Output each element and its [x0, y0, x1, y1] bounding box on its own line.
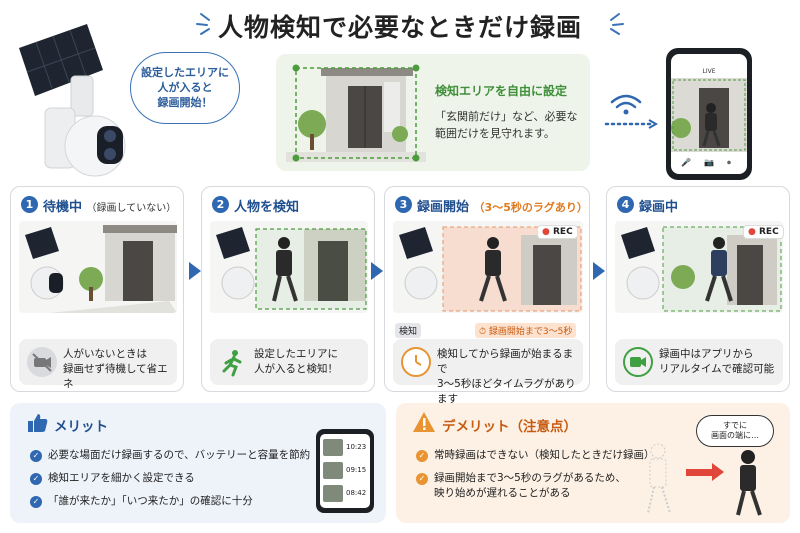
scene-detect [210, 221, 368, 313]
record-icon[interactable]: ⏺ [727, 158, 731, 167]
clip-list: 10:23 09:15 08:42 [320, 434, 370, 508]
live-label: LIVE [702, 68, 716, 75]
camera-icon[interactable]: 📷 [704, 158, 714, 167]
smartphone: LIVE 🎤 📷 ⏺ [666, 48, 752, 180]
caption-line: 人がいないときは [63, 348, 147, 360]
page-title: 人物検知で必要なときだけ録画 [217, 13, 582, 42]
step-caption: 設定したエリアに 人が入ると検知！ [210, 339, 368, 385]
demerit-item: 常時録画はできない（検知したときだけ録画） [434, 449, 655, 461]
speech-line: 設定したエリアに [141, 66, 229, 79]
lag-tag: ⏱ 録画開始まで3〜5秒 [475, 323, 577, 338]
demerit-item: 録画開始まで3〜5秒のラグがあるため、 映り始めが遅れることがある [434, 471, 626, 501]
step-title: 録画中 [639, 196, 678, 215]
caption-line: 検知してから録画が始まるまで [437, 348, 574, 375]
camera-off-icon [27, 347, 57, 377]
demerit-item-line: 映り始めが遅れることがある [434, 487, 571, 499]
step-caption: 検知してから録画が始まるまで 3〜5秒ほどタイムラグがあります [393, 339, 583, 405]
rec-label: REC [759, 227, 779, 237]
lag-text: 録画開始まで3〜5秒 [488, 327, 573, 337]
zone-desc-line: 「玄関前だけ」など、必要な [435, 110, 578, 123]
step-title: 人物を検知 [234, 196, 299, 215]
merit-item: 「誰が来たか」「いつ来たか」の確認に十分 [48, 495, 253, 507]
step-number: 4 [617, 196, 634, 213]
running-person-icon [218, 347, 248, 377]
check-icon: ✓ [416, 450, 428, 462]
scene-recording [615, 221, 783, 313]
step-caption: 録画中はアプリから リアルタイムで確認可能 [615, 339, 783, 385]
speech-bubble: 設定したエリアに 人が入ると 録画開始！ [130, 52, 240, 124]
caption-line: 設定したエリアに [254, 348, 338, 360]
demerit-item-line: 録画開始まで3〜5秒のラグがあるため、 [434, 472, 626, 484]
video-icon [623, 347, 653, 377]
caption-line: 3〜5秒ほどタイムラグがあります [437, 378, 576, 405]
accent-lines-left-icon [196, 13, 210, 35]
rec-badge: ● REC [743, 225, 784, 239]
clip-thumbnail[interactable] [323, 485, 343, 502]
step-number: 3 [395, 196, 412, 213]
zone-desc-line: 範囲だけを見守れます。 [435, 127, 555, 140]
merit-panel: メリット ✓ 必要な場面だけ録画するので、バッテリーと容量を節約 ✓ 検知エリア… [10, 403, 386, 523]
detect-tag: 検知 [395, 323, 422, 338]
check-icon: ✓ [30, 496, 42, 508]
step-card-2: 2 人物を検知 設定したエリアに 人が入ると検知！ [201, 186, 375, 392]
step-caption: 人がいないときは 録画せず待機して省エネ [19, 339, 177, 390]
demerit-panel: デメリット（注意点） ✓ 常時録画はできない（検知したときだけ録画） ✓ 録画開… [396, 403, 790, 523]
late-recording-illustration [647, 443, 762, 516]
merit-title: メリット [54, 419, 108, 435]
rec-label: REC [553, 227, 573, 237]
step-subtitle: （3〜5秒のラグあり） [473, 201, 588, 214]
bubble-line: 画面の端に… [711, 431, 759, 440]
clock-icon [401, 347, 431, 377]
check-icon: ✓ [30, 450, 42, 462]
step-number: 1 [21, 196, 38, 213]
step-title: 録画開始 （3〜5秒のラグあり） [417, 196, 588, 215]
step-subtitle: （録画していない） [86, 203, 177, 214]
clip-thumbnail[interactable] [323, 439, 343, 456]
caption-line: 録画せず待機して省エネ [63, 363, 168, 390]
step-title: 待機中 （録画していない） [43, 196, 176, 215]
step-title-text: 人物を検知 [234, 200, 300, 215]
demerit-speech-bubble: すでに 画面の端に… [696, 415, 774, 447]
clip-thumbnail[interactable] [323, 462, 343, 479]
step-card-3: 3 録画開始 （3〜5秒のラグあり） ● REC 検知 ⏱ 録画開始まで3〜5秒… [384, 186, 590, 405]
phone-screen: LIVE 🎤 📷 ⏺ [671, 54, 747, 174]
step-card-1: 1 待機中 （録画していない） 人がいないときは 録画せず待機して省エネ [10, 186, 184, 392]
check-icon: ✓ [416, 473, 428, 485]
clip-list-phone: 10:23 09:15 08:42 [316, 429, 374, 513]
check-icon: ✓ [30, 473, 42, 485]
step-title-text: 録画中 [639, 200, 679, 215]
caption-line: 人が入ると検知！ [254, 363, 338, 375]
thumbs-up-icon [28, 414, 48, 432]
step-title-text: 待機中 [43, 200, 83, 215]
caption-line: リアルタイムで確認可能 [659, 363, 775, 375]
security-camera-icon [19, 24, 126, 177]
caption-line: 録画中はアプリから [659, 348, 754, 360]
step-title-text: 録画開始 [417, 200, 470, 215]
zone-title: 検知エリアを自由に設定 [435, 84, 568, 98]
clip-time: 10:23 [346, 443, 367, 451]
accent-lines-right-icon [610, 13, 624, 35]
merit-item: 検知エリアを細かく設定できる [48, 472, 195, 484]
warning-icon [413, 412, 435, 432]
flow-arrow-icon [371, 262, 383, 280]
bubble-line: すでに [722, 421, 748, 430]
door-scene-illustration [286, 64, 426, 162]
step-number: 2 [212, 196, 229, 213]
demerit-title: デメリット（注意点） [442, 419, 577, 435]
speech-line: 人が入ると [157, 81, 213, 94]
merit-item: 必要な場面だけ録画するので、バッテリーと容量を節約 [48, 449, 311, 461]
clip-time: 09:15 [346, 466, 367, 474]
zone-description: 「玄関前だけ」など、必要な 範囲だけを見守れます。 [435, 108, 585, 142]
flow-arrow-icon [189, 262, 201, 280]
mic-icon[interactable]: 🎤 [681, 158, 691, 167]
flow-arrow-icon [593, 262, 605, 280]
speech-line: 録画開始！ [157, 96, 213, 109]
live-video-feed[interactable] [671, 78, 747, 152]
scene-recording-start [393, 221, 583, 313]
scene-standby [19, 221, 177, 313]
clip-time: 08:42 [346, 489, 367, 497]
rec-badge: ● REC [537, 225, 578, 239]
step-card-4: 4 録画中 ● REC 録画中はアプリから リアルタイムで確認可能 [606, 186, 790, 392]
wifi-icon [604, 94, 659, 129]
